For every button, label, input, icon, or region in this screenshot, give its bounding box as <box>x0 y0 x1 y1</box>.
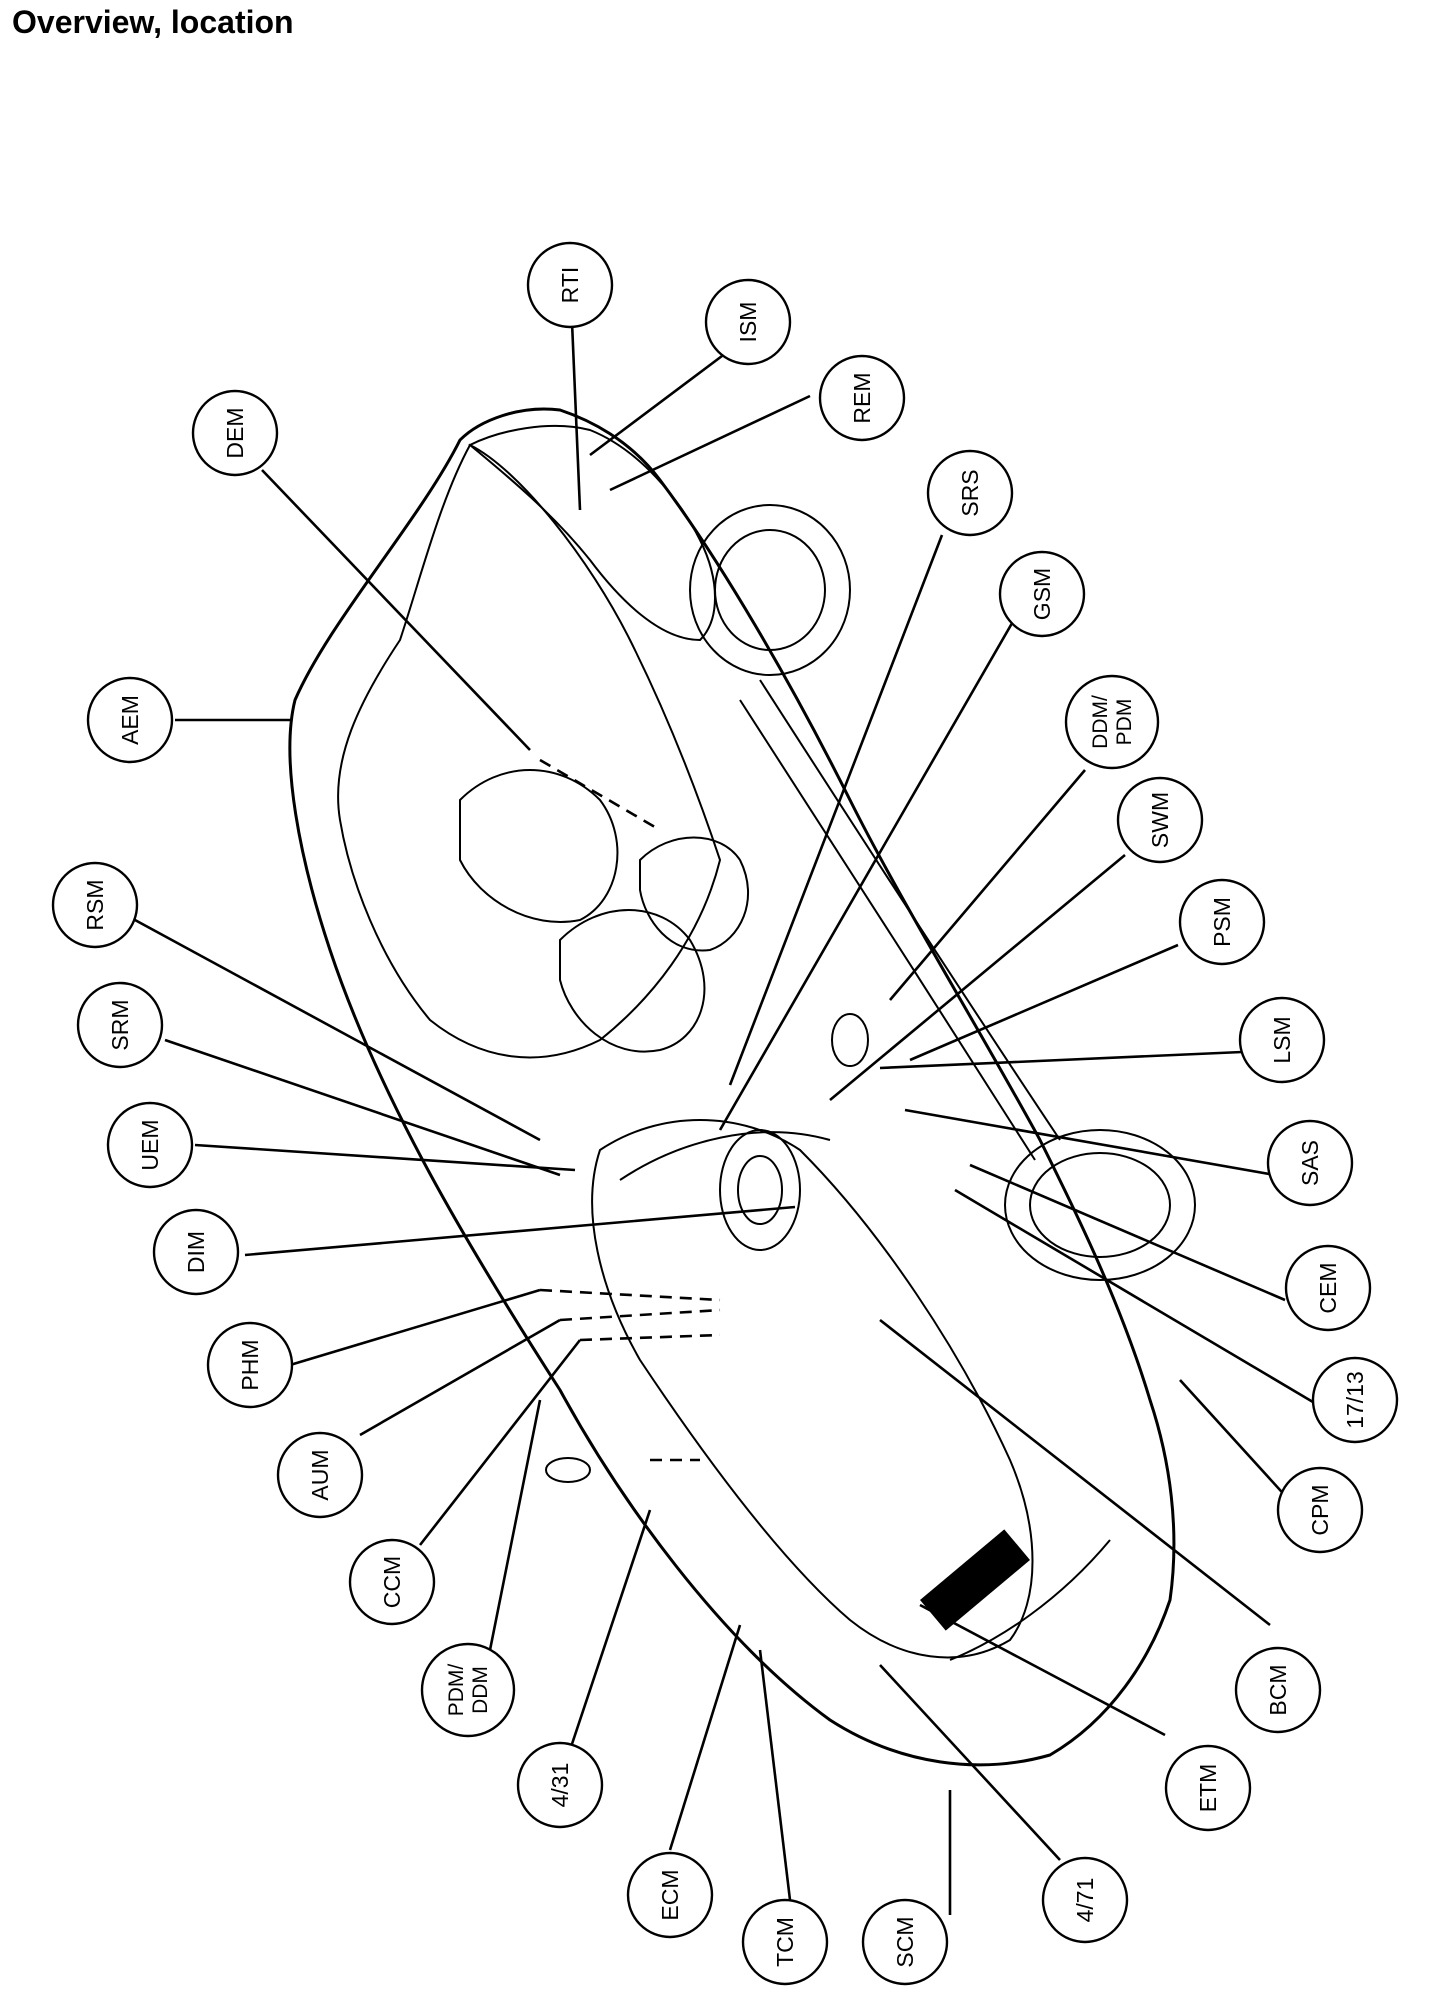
svg-text:DDM/PDM: DDM/PDM <box>1089 695 1136 749</box>
svg-text:REM: REM <box>849 372 875 423</box>
module-label-AUM: AUM <box>276 1431 364 1519</box>
leader-lines <box>134 321 1319 1915</box>
module-label-SRS: SRS <box>926 449 1014 537</box>
module-label-BCM: BCM <box>1234 1646 1322 1734</box>
module-label-4-31: 4/31 <box>516 1741 604 1829</box>
module-label-SAS: SAS <box>1266 1119 1354 1207</box>
svg-text:SRM: SRM <box>107 999 133 1050</box>
svg-text:DEM: DEM <box>222 407 248 458</box>
svg-text:UEM: UEM <box>137 1119 163 1170</box>
module-label-ISM: ISM <box>704 278 792 366</box>
module-label-AEM: AEM <box>86 676 174 764</box>
module-label-UEM: UEM <box>106 1101 194 1189</box>
svg-text:AUM: AUM <box>307 1449 333 1500</box>
svg-text:DIM: DIM <box>183 1231 209 1273</box>
module-label-DIM: DIM <box>152 1208 240 1296</box>
module-label-SCM: SCM <box>861 1898 949 1986</box>
svg-text:PSM: PSM <box>1209 897 1235 947</box>
module-label-ETM: ETM <box>1164 1744 1252 1832</box>
svg-text:SCM: SCM <box>892 1916 918 1967</box>
module-label-CPM: CPM <box>1276 1466 1364 1554</box>
svg-text:TCM: TCM <box>772 1917 798 1967</box>
module-label-TCM: TCM <box>741 1898 829 1986</box>
svg-text:ETM: ETM <box>1195 1764 1221 1813</box>
svg-text:SRS: SRS <box>957 469 983 516</box>
svg-text:PDM/DDM: PDM/DDM <box>445 1664 492 1717</box>
svg-text:CPM: CPM <box>1307 1484 1333 1535</box>
svg-text:LSM: LSM <box>1269 1016 1295 1063</box>
page-title: Overview, location <box>12 4 294 40</box>
module-label-PSM: PSM <box>1178 878 1266 966</box>
svg-text:SWM: SWM <box>1147 792 1173 848</box>
svg-text:SAS: SAS <box>1297 1140 1323 1186</box>
module-label-PDM-DDM: PDM/DDM <box>420 1642 516 1738</box>
module-label-CEM: CEM <box>1284 1244 1372 1332</box>
module-label-DDM-PDM: DDM/PDM <box>1064 674 1160 770</box>
svg-text:PHM: PHM <box>237 1339 263 1390</box>
module-label-SRM: SRM <box>76 981 164 1069</box>
svg-text:AEM: AEM <box>117 695 143 745</box>
module-label-CCM: CCM <box>348 1538 436 1626</box>
svg-text:4/31: 4/31 <box>547 1763 573 1808</box>
module-label-PHM: PHM <box>206 1321 294 1409</box>
svg-text:4/71: 4/71 <box>1072 1878 1098 1923</box>
module-label-REM: REM <box>818 354 906 442</box>
module-label-17-13: 17/13 <box>1311 1356 1399 1444</box>
pdm-ddm-label: PDM/ <box>445 1664 468 1717</box>
ddm-pdm-label: DDM/ <box>1089 695 1112 749</box>
module-label-DEM: DEM <box>191 389 279 477</box>
svg-text:17/13: 17/13 <box>1342 1371 1368 1429</box>
module-label-ECM: ECM <box>626 1851 714 1939</box>
module-label-4-71: 4/71 <box>1041 1856 1129 1944</box>
module-label-SWM: SWM <box>1116 776 1204 864</box>
module-label-RTI: RTI <box>526 241 614 329</box>
module-label-LSM: LSM <box>1238 996 1326 1084</box>
module-label-GSM: GSM <box>998 550 1086 638</box>
svg-text:BCM: BCM <box>1265 1664 1291 1715</box>
svg-text:ISM: ISM <box>735 302 761 343</box>
svg-text:ECM: ECM <box>657 1869 683 1920</box>
module-label-RSM: RSM <box>51 861 139 949</box>
svg-text:RTI: RTI <box>557 267 583 304</box>
car-outline <box>288 407 1196 1767</box>
svg-text:CEM: CEM <box>1315 1262 1341 1313</box>
svg-text:GSM: GSM <box>1029 568 1055 620</box>
svg-text:RSM: RSM <box>82 879 108 930</box>
svg-text:CCM: CCM <box>379 1556 405 1608</box>
